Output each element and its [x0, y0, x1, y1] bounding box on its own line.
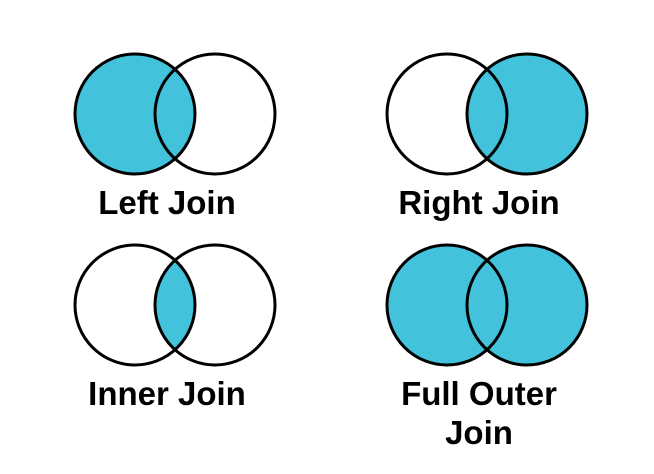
full-outer-join-diagram: Full Outer Join [385, 243, 589, 452]
intersection-region [155, 260, 195, 350]
right-join-diagram: Right Join [385, 52, 589, 222]
left-circle-outline [73, 52, 197, 176]
right-circle-outline [153, 243, 277, 367]
full-outer-join-label: Full Outer Join [401, 375, 557, 451]
right-circle-outline [465, 52, 589, 176]
left-join-diagram: Left Join [73, 52, 277, 222]
right-circle-outline [465, 243, 589, 367]
inner-join-label: Inner Join [88, 375, 246, 412]
intersection-region [155, 69, 195, 159]
intersection-region [467, 260, 507, 350]
left-circle-outline [385, 243, 509, 367]
full-outer-join-venn [385, 243, 589, 367]
left-join-label: Left Join [98, 184, 236, 221]
right-circle-outline [153, 52, 277, 176]
inner-join-diagram: Inner Join [73, 243, 277, 413]
intersection-region [467, 69, 507, 159]
left-circle-outline [73, 243, 197, 367]
inner-join-venn [73, 243, 277, 367]
right-join-label: Right Join [398, 184, 560, 221]
left-circle-outline [385, 52, 509, 176]
left-join-venn [73, 52, 277, 176]
right-join-venn [385, 52, 589, 176]
